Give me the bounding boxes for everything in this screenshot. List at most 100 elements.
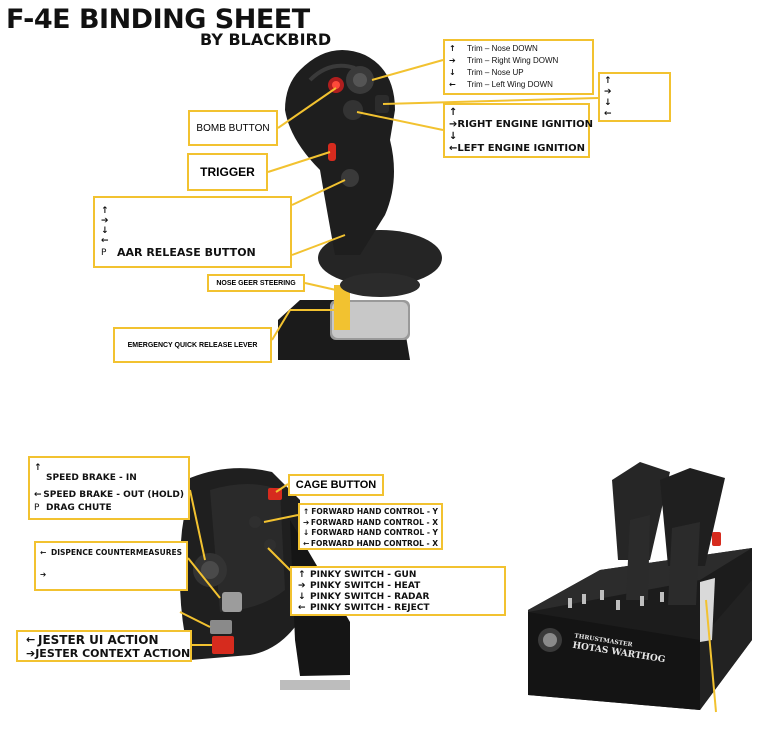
- down-arrow-icon: ↓: [449, 131, 458, 142]
- blank-right-row: ➔: [604, 87, 665, 98]
- press-icon: P: [34, 503, 40, 513]
- fhc-up-label: FORWARD HAND CONTROL - Y: [311, 507, 438, 516]
- engine-down-row: ↓: [449, 131, 584, 143]
- left-arrow-icon: ←: [34, 490, 42, 500]
- cage-button-box: CAGE BUTTON: [288, 474, 384, 496]
- right-engine-label: RIGHT ENGINE IGNITION: [457, 119, 593, 130]
- trim-up-row: ↑ Trim – Nose DOWN: [449, 43, 588, 55]
- cm-left-row: ←DISPENCE COUNTERMEASURES: [40, 547, 182, 559]
- down-arrow-icon: ↓: [449, 68, 456, 77]
- page-subtitle: BY BLACKBIRD: [200, 30, 332, 49]
- fhc-down-row: ↓FORWARD HAND CONTROL - Y: [303, 528, 438, 539]
- fhc-left-row: ←FORWARD HAND CONTROL - X: [303, 539, 438, 550]
- up-arrow-icon: ↑: [604, 76, 612, 86]
- pinky-switch-box: ↑ PINKY SWITCH - GUN ➔PINKY SWITCH - HEAT…: [290, 566, 506, 616]
- countermeasures-box: ←DISPENCE COUNTERMEASURES ➔: [34, 541, 188, 591]
- engine-left-row: ←LEFT ENGINE IGNITION: [449, 143, 585, 155]
- emergency-lever-label: EMERGENCY QUICK RELEASE LEVER: [127, 341, 258, 349]
- up-arrow-icon: ↑: [449, 107, 458, 118]
- speed-brake-box: ↑ SPEED BRAKE - IN ←SPEED BRAKE - OUT (H…: [28, 456, 190, 520]
- aar-release-label: AAR RELEASE BUTTON: [117, 246, 256, 259]
- jester-box: ←JESTER UI ACTION ➔JESTER CONTEXT ACTION: [16, 630, 192, 662]
- fhc-down-label: FORWARD HAND CONTROL - Y: [311, 528, 438, 537]
- trim-up-label: Trim – Nose DOWN: [467, 44, 538, 53]
- left-arrow-icon: ←: [40, 548, 47, 557]
- left-arrow-icon: ←: [26, 633, 36, 646]
- fhc-up-row: ↑FORWARD HAND CONTROL - Y: [303, 507, 438, 518]
- right-arrow-icon: ➔: [449, 119, 458, 130]
- trigger-box: TRIGGER: [187, 153, 268, 191]
- cm-right-row: ➔: [40, 569, 182, 581]
- pinky-up-label: PINKY SWITCH - GUN: [310, 570, 417, 580]
- trim-right-label: Trim – Right Wing DOWN: [467, 56, 559, 65]
- jester-left-row: ←JESTER UI ACTION: [26, 633, 182, 647]
- pinky-down-label: PINKY SWITCH - RADAR: [310, 592, 430, 602]
- jester-right-row: ➔JESTER CONTEXT ACTION: [26, 647, 190, 661]
- down-arrow-icon: ↓: [303, 528, 310, 537]
- fhc-right-row: ➔FORWARD HAND CONTROL - X: [303, 518, 438, 529]
- bomb-button-label: BOMB BUTTON: [196, 122, 270, 134]
- drag-chute-label: DRAG CHUTE: [46, 503, 112, 513]
- up-arrow-icon: ↑: [298, 570, 306, 580]
- blank-left-row: ←: [604, 109, 665, 120]
- pinky-right-label: PINKY SWITCH - HEAT: [310, 581, 421, 591]
- up-arrow-icon: ↑: [101, 206, 109, 216]
- sb-up-row: ↑: [34, 462, 184, 475]
- nose-gear-box: NOSE GEER STEERING: [207, 274, 305, 292]
- cage-button-label: CAGE BUTTON: [295, 479, 377, 491]
- right-arrow-icon: ➔: [449, 56, 456, 65]
- bomb-button-box: BOMB BUTTON: [188, 110, 278, 146]
- engine-up-row: ↑: [449, 107, 584, 119]
- sb-press-row: P DRAG CHUTE: [34, 502, 184, 515]
- speed-brake-out-label: SPEED BRAKE - OUT (HOLD): [43, 490, 184, 500]
- trim-right-row: ➔ Trim – Right Wing DOWN: [449, 55, 588, 67]
- down-arrow-icon: ↓: [604, 98, 612, 108]
- nose-gear-label: NOSE GEER STEERING: [216, 279, 296, 287]
- trigger-label: TRIGGER: [200, 165, 255, 179]
- fhc-left-label: FORWARD HAND CONTROL - X: [310, 538, 438, 548]
- pinky-up-row: ↑ PINKY SWITCH - GUN: [298, 570, 498, 581]
- left-arrow-icon: ←: [449, 80, 456, 89]
- sb-up-label-row: SPEED BRAKE - IN: [34, 472, 184, 485]
- right-arrow-icon: ➔: [101, 216, 109, 226]
- emergency-lever-box: EMERGENCY QUICK RELEASE LEVER: [113, 327, 272, 363]
- left-arrow-icon: ←: [101, 236, 109, 246]
- aar-down-row: ↓: [101, 226, 284, 236]
- trim-left-row: ←Trim – Left Wing DOWN: [449, 79, 588, 91]
- blank-down-row: ↓: [604, 98, 665, 109]
- aar-left-row: ←: [101, 236, 284, 246]
- trim-down-row: ↓ Trim – Nose UP: [449, 67, 588, 79]
- aar-right-row: ➔: [101, 216, 284, 226]
- speed-brake-in-label: SPEED BRAKE - IN: [46, 473, 137, 483]
- down-arrow-icon: ↓: [298, 592, 306, 602]
- page-title: F-4E BINDING SHEET: [6, 4, 310, 35]
- down-arrow-icon: ↓: [101, 226, 109, 236]
- hat-blank-box: ↑ ➔ ↓ ←: [598, 72, 671, 122]
- right-arrow-icon: ➔: [303, 517, 310, 527]
- left-arrow-icon: ←: [604, 109, 612, 119]
- engine-ignition-box: ↑ ➔RIGHT ENGINE IGNITION ↓ ←LEFT ENGINE …: [443, 103, 593, 158]
- left-arrow-icon: ←: [298, 603, 306, 613]
- up-arrow-icon: ↑: [34, 463, 42, 473]
- pinky-down-row: ↓ PINKY SWITCH - RADAR: [298, 592, 498, 603]
- sb-left-row: ←SPEED BRAKE - OUT (HOLD): [34, 489, 184, 502]
- jester-context-label: JESTER CONTEXT ACTION: [35, 647, 191, 660]
- right-arrow-icon: ➔: [26, 647, 36, 660]
- trim-hat-box: ↑ Trim – Nose DOWN ➔ Trim – Right Wing DOW…: [443, 39, 594, 95]
- forward-hand-control-box: ↑FORWARD HAND CONTROL - Y ➔FORWARD HAND …: [298, 503, 443, 550]
- trim-down-label: Trim – Nose UP: [467, 68, 524, 77]
- up-arrow-icon: ↑: [449, 44, 456, 53]
- right-arrow-icon: ➔: [40, 570, 47, 579]
- left-arrow-icon: ←: [449, 143, 458, 154]
- right-arrow-icon: ➔: [604, 87, 612, 97]
- aar-up-row: ↑: [101, 206, 284, 216]
- pinky-right-row: ➔PINKY SWITCH - HEAT: [298, 581, 498, 592]
- pinky-left-label: PINKY SWITCH - REJECT: [310, 603, 430, 613]
- blank-up-row: ↑: [604, 76, 665, 87]
- engine-right-row: ➔RIGHT ENGINE IGNITION: [449, 119, 593, 131]
- left-engine-label: LEFT ENGINE IGNITION: [457, 143, 585, 154]
